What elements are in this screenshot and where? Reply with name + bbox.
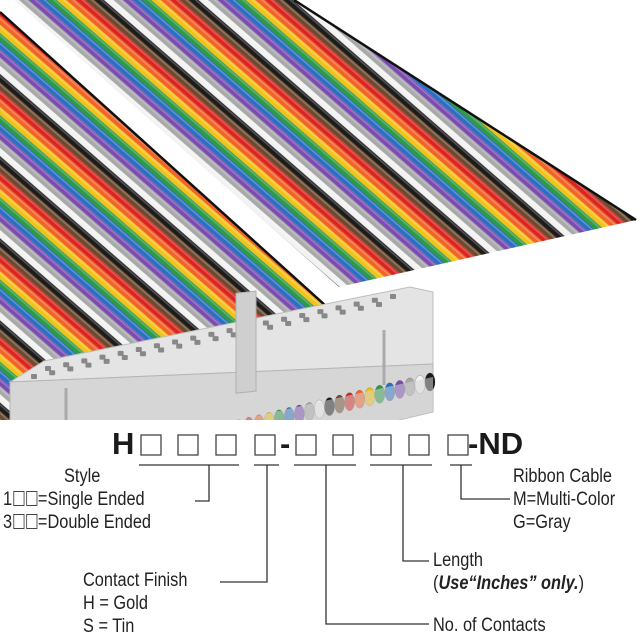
contact-finish-gold: H = Gold xyxy=(83,593,148,614)
code-box xyxy=(215,434,237,456)
placeholder-box xyxy=(25,514,38,529)
placeholder-box xyxy=(25,491,38,506)
code-box xyxy=(332,434,354,456)
part-number-prefix: H xyxy=(112,426,135,461)
code-box xyxy=(370,434,392,456)
ribbon-cable-assembly-image xyxy=(0,0,637,420)
code-box xyxy=(254,434,276,456)
paren: ( xyxy=(433,573,439,594)
contacts-title: No. of Contacts xyxy=(433,615,546,636)
code-box xyxy=(140,434,162,456)
code-box xyxy=(295,434,317,456)
length-title: Length xyxy=(433,550,483,571)
style-title: Style xyxy=(64,466,101,487)
ribbon-cable-title: Ribbon Cable xyxy=(513,466,613,487)
style-leader-line xyxy=(195,465,210,502)
style-option-double: 3 =Double Ended xyxy=(3,511,151,534)
part-number-separator: - xyxy=(280,426,291,461)
ribbon-gray: G=Gray xyxy=(513,512,571,533)
ribbon-multicolor: M=Multi-Color xyxy=(513,489,616,510)
contact-finish-title: Contact Finish xyxy=(83,570,188,591)
code-box xyxy=(447,434,469,456)
length-note: (Use“Inches” only.) xyxy=(433,572,584,595)
code-box xyxy=(177,434,199,456)
style-option-label: =Single Ended xyxy=(37,489,145,510)
placeholder-box xyxy=(12,491,25,506)
length-note-text: Use“Inches” only. xyxy=(438,573,579,594)
placeholder-box xyxy=(12,514,25,529)
ribbon-leader-line xyxy=(460,465,510,500)
style-option-label: =Double Ended xyxy=(37,512,152,533)
finish-leader-line xyxy=(220,465,268,583)
style-code: 3 xyxy=(3,512,13,533)
contacts-leader-line xyxy=(325,465,429,625)
length-leader-line xyxy=(402,465,429,562)
part-number-suffix: -ND xyxy=(468,426,524,461)
style-option-single: 1 =Single Ended xyxy=(3,488,145,511)
contact-finish-tin: S = Tin xyxy=(83,616,135,637)
style-code: 1 xyxy=(3,489,13,510)
ribbon-cable-right xyxy=(14,0,636,287)
paren: ) xyxy=(578,573,585,594)
code-box xyxy=(408,434,430,456)
